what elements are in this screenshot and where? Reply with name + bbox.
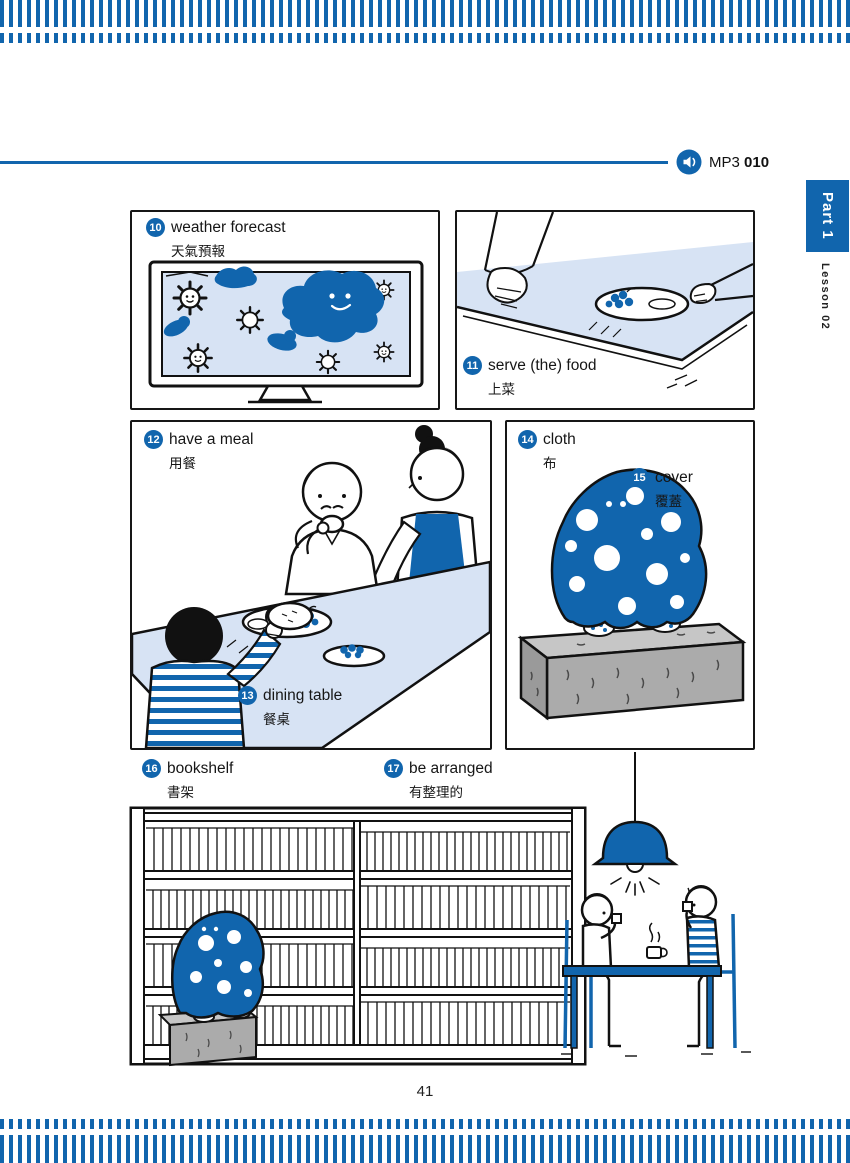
vocab-be-arranged: 17 be arranged 有整理的 — [384, 759, 493, 801]
lesson-label: Lesson 02 — [819, 263, 831, 331]
have-a-meal-illustration — [132, 425, 490, 748]
stripe-band-bottom-thick — [0, 1135, 850, 1163]
vocab-en: serve (the) food — [488, 356, 597, 374]
panel-have-a-meal — [130, 420, 492, 750]
sun-icon — [184, 344, 211, 371]
cloud-icon — [163, 316, 190, 337]
vocab-dining-table: 13 dining table 餐桌 — [238, 686, 342, 728]
map-line — [165, 271, 209, 277]
vocab-zh: 覆蓋 — [655, 494, 682, 509]
panel-serve-food — [455, 210, 755, 410]
coffee-cup-icon — [646, 922, 668, 959]
vocab-en: dining table — [263, 686, 343, 704]
vocab-zh: 餐桌 — [263, 712, 290, 727]
audio-track-number: 010 — [744, 153, 770, 171]
vocab-number-badge: 11 — [463, 356, 482, 375]
book-rows — [146, 821, 570, 1045]
panel-cloth-cover — [505, 420, 755, 750]
vocab-number-badge: 15 — [630, 468, 649, 487]
small-polka-cloth — [170, 910, 265, 1023]
hatch-marks — [666, 374, 698, 389]
vocab-have-a-meal: 12 have a meal 用餐 — [144, 430, 253, 472]
stripe-band-bottom-thin — [0, 1119, 850, 1129]
sun-icon — [174, 282, 206, 314]
vocab-en: cloth — [543, 430, 576, 448]
stripe-band-top-thin — [0, 33, 850, 43]
weather-blob-icon — [282, 270, 385, 343]
sun-icon — [315, 349, 341, 375]
cloth-cover-illustration — [517, 468, 747, 721]
weather-forecast-illustration — [148, 260, 424, 404]
vocab-zh: 有整理的 — [409, 785, 463, 800]
vocab-number-badge: 16 — [142, 759, 161, 778]
cloud-icon — [214, 266, 257, 289]
right-hand — [689, 263, 753, 305]
speaker-icon — [676, 149, 702, 175]
left-hand — [483, 212, 555, 309]
coffee-table — [562, 965, 722, 1049]
food-plate — [588, 286, 690, 338]
vocab-cloth: 14 cloth 布 — [518, 430, 576, 472]
person-right — [682, 885, 721, 1048]
vocab-number-badge: 14 — [518, 430, 537, 449]
vocab-zh: 用餐 — [169, 456, 196, 471]
vocab-serve-food: 11 serve (the) food 上菜 — [463, 356, 597, 398]
vocab-en: be arranged — [409, 759, 493, 777]
page-number: 41 — [416, 1083, 434, 1100]
vocab-zh: 天氣預報 — [171, 244, 225, 259]
sun-icon — [235, 306, 264, 334]
vocab-bookshelf: 16 bookshelf 書架 — [142, 759, 233, 801]
vocab-cover: 15 cover 覆蓋 — [630, 468, 693, 510]
tv-stand — [257, 384, 313, 402]
audio-label: MP3 010 — [709, 153, 770, 171]
vocab-weather-forecast: 10 weather forecast 天氣預報 — [146, 218, 286, 260]
vocab-number-badge: 10 — [146, 218, 165, 237]
stone-table — [517, 622, 747, 721]
stripe-band-top-thick — [0, 0, 850, 27]
serve-food-illustration — [457, 212, 753, 389]
vocab-zh: 布 — [543, 456, 557, 471]
vocab-en: bookshelf — [167, 759, 234, 777]
vocab-zh: 書架 — [167, 785, 194, 800]
vocab-en: weather forecast — [171, 218, 286, 236]
header-rule — [0, 161, 668, 164]
cloud-icon — [267, 330, 297, 351]
person-left — [580, 893, 622, 1048]
audio-track: MP3 010 — [676, 149, 769, 175]
served-plate — [322, 644, 386, 668]
sun-icon — [374, 342, 393, 361]
panel-weather-forecast — [130, 210, 440, 410]
vocab-zh: 上菜 — [488, 382, 515, 397]
ground-marks — [561, 1051, 751, 1057]
vocab-number-badge: 17 — [384, 759, 403, 778]
father-figure — [284, 461, 380, 596]
lamp-table-illustration — [505, 752, 770, 1077]
part-tab: Part 1 — [806, 180, 849, 252]
vocab-number-badge: 12 — [144, 430, 163, 449]
son-figure — [144, 601, 314, 748]
bookshelf-illustration — [128, 805, 588, 1072]
vocab-en: cover — [655, 468, 693, 486]
vocab-number-badge: 13 — [238, 686, 257, 705]
polka-dot-cloth — [550, 468, 708, 630]
vocab-en: have a meal — [169, 430, 254, 448]
lamp-icon — [591, 752, 679, 896]
